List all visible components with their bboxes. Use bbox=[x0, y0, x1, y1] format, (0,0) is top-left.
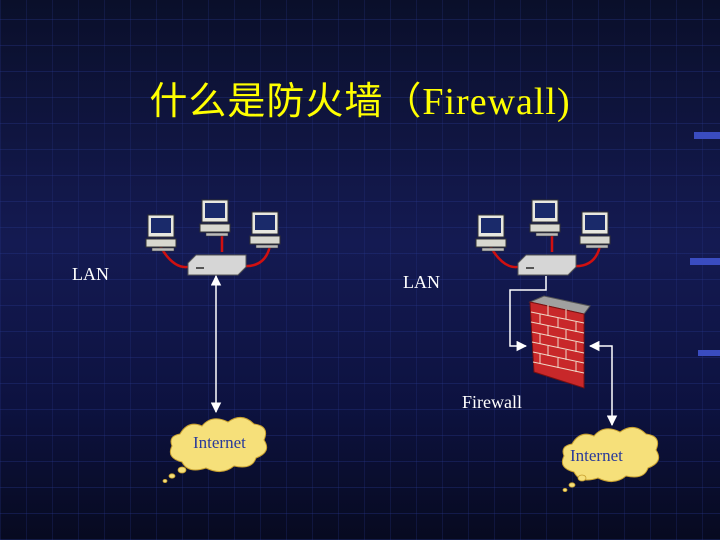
left-computer-2 bbox=[199, 199, 231, 237]
right-internet-label: Internet bbox=[570, 446, 623, 465]
right-computer-2 bbox=[529, 199, 561, 237]
firewall-wall bbox=[528, 295, 591, 389]
right-lan-label: LAN bbox=[403, 272, 440, 292]
firewall-to-internet-arrow bbox=[588, 340, 618, 427]
left-lan-label: LAN bbox=[72, 264, 109, 284]
right-lan-cluster bbox=[475, 199, 611, 276]
left-computer-3 bbox=[249, 211, 281, 249]
right-computer-3 bbox=[579, 211, 611, 249]
left-hub bbox=[187, 254, 247, 276]
lan-to-firewall-arrow bbox=[509, 276, 547, 352]
slide-title: 什么是防火墙（Firewall) bbox=[149, 81, 571, 123]
left-computer-1 bbox=[145, 214, 177, 252]
right-internet-cloud bbox=[561, 427, 660, 492]
left-internet-cloud bbox=[162, 417, 268, 483]
firewall-label: Firewall bbox=[462, 392, 522, 412]
left-internet-label: Internet bbox=[193, 433, 246, 452]
edge-decoration bbox=[690, 132, 720, 356]
left-lan-cluster bbox=[145, 199, 281, 276]
right-computer-1 bbox=[475, 214, 507, 252]
right-hub bbox=[517, 254, 577, 276]
